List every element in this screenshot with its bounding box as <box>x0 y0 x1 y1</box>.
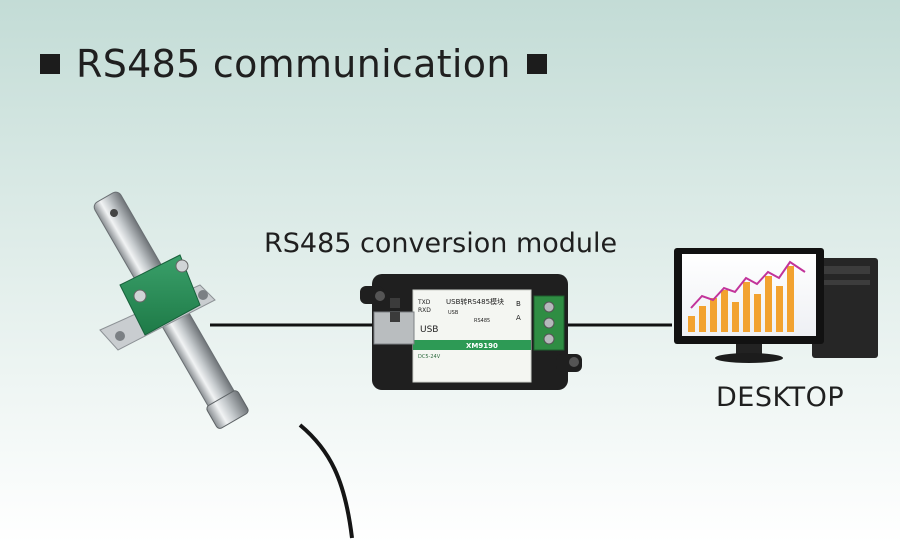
desktop-label: DESKTOP <box>716 382 845 413</box>
module-label: RS485 conversion module <box>264 228 618 259</box>
module-power: DC5-24V <box>418 354 441 360</box>
square-bullet-icon <box>526 54 547 74</box>
module-header: USB转RS485模块 <box>446 297 504 306</box>
module-b: B <box>516 300 521 308</box>
module-usb-small: USB <box>448 310 459 316</box>
module-rs485: RS485 <box>474 318 490 324</box>
module-rxd: RXD <box>418 307 431 314</box>
sensor-probe <box>93 191 354 539</box>
module-a: A <box>516 314 521 322</box>
screen-bar-chart <box>688 260 806 332</box>
square-bullet-icon <box>40 54 60 74</box>
module-model: XM9190 <box>466 342 498 350</box>
rs485-module: TXD RXD USB转RS485模块 USB RS485 USB XM9190… <box>360 274 582 390</box>
title-text: RS485 communication <box>76 42 511 86</box>
module-txd: TXD <box>417 299 431 306</box>
desktop-computer <box>674 248 878 363</box>
page-title: RS485 communication <box>40 38 547 90</box>
module-usb: USB <box>420 325 438 335</box>
